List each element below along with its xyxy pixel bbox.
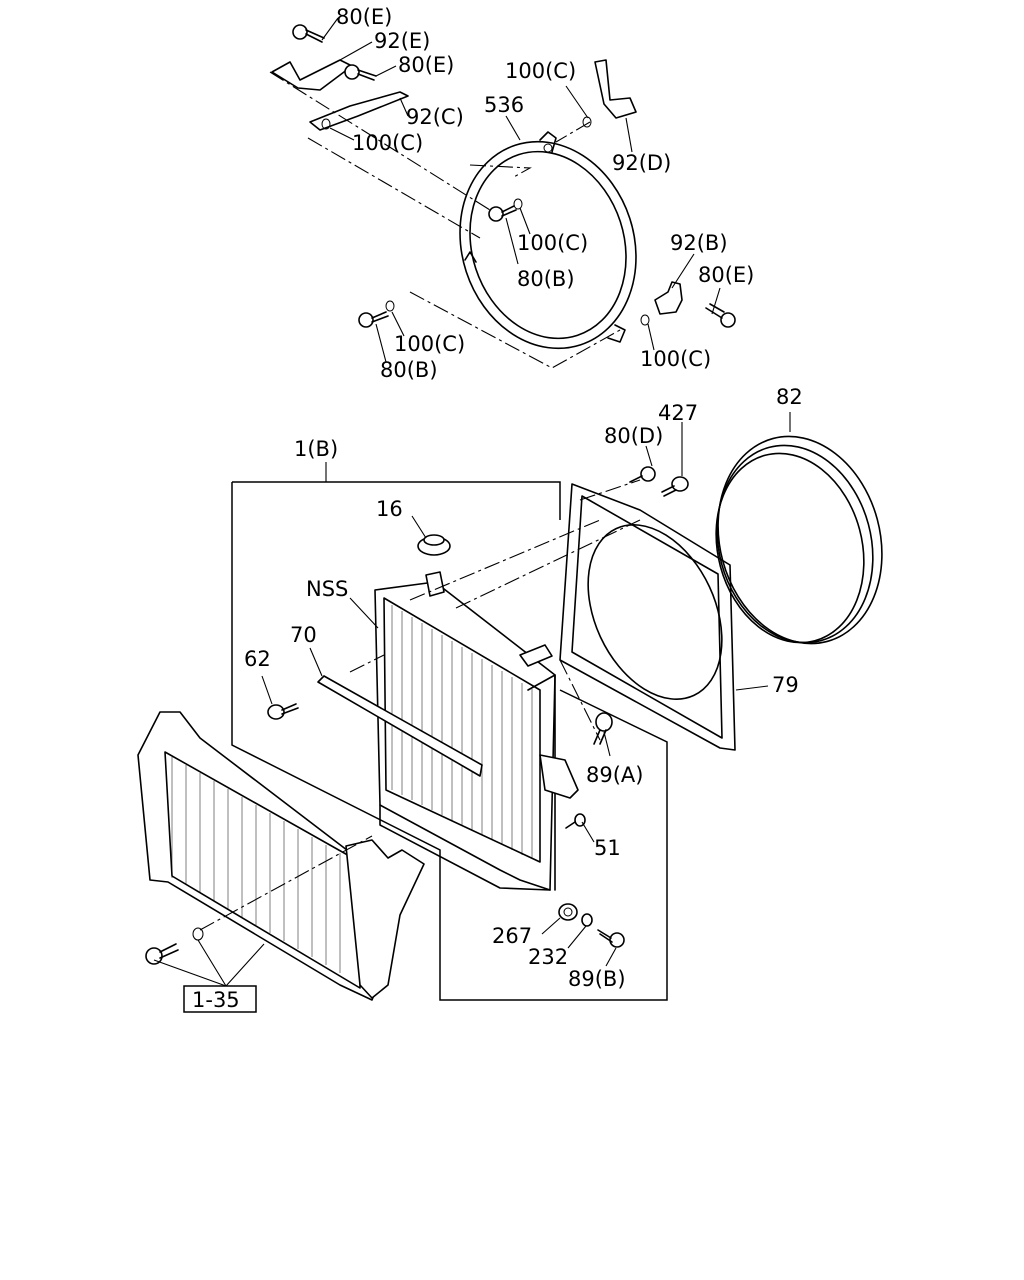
label-232: 232 bbox=[528, 945, 568, 969]
bolt-89b bbox=[597, 929, 625, 948]
label-92b: 92(B) bbox=[670, 231, 728, 255]
radiator-cap-16 bbox=[417, 534, 451, 556]
bolt-62 bbox=[267, 703, 299, 720]
label-1-35: 1-35 bbox=[192, 988, 240, 1012]
label-100c-bottomleft: 100(C) bbox=[394, 332, 465, 356]
fan-ring-82 bbox=[715, 435, 883, 645]
bracket-92d bbox=[594, 59, 637, 119]
label-16: 16 bbox=[376, 497, 403, 521]
label-82: 82 bbox=[776, 385, 803, 409]
label-80b-bottomleft: 80(B) bbox=[380, 358, 438, 382]
label-80b-center: 80(B) bbox=[517, 267, 575, 291]
label-100c-left: 100(C) bbox=[352, 131, 423, 155]
washer-100c-bottomleft bbox=[385, 300, 395, 312]
label-80e-top: 80(E) bbox=[336, 5, 392, 29]
mount-bracket bbox=[539, 754, 579, 799]
callout-labels: 80(E) 92(E) 80(E) 92(C) 100(C) 100(C) 53… bbox=[183, 5, 803, 1013]
label-100c-topright: 100(C) bbox=[505, 59, 576, 83]
bolt-1-35 bbox=[145, 943, 179, 965]
label-1b: 1(B) bbox=[294, 437, 338, 461]
bracket-92c bbox=[309, 91, 409, 131]
label-89a: 89(A) bbox=[586, 763, 643, 787]
reference-box-1-35 bbox=[183, 985, 257, 1013]
label-92c: 92(C) bbox=[406, 105, 464, 129]
bracket-92e bbox=[271, 59, 353, 91]
stay-70 bbox=[317, 675, 483, 777]
label-80e-right: 80(E) bbox=[698, 263, 754, 287]
bolt-80e-right bbox=[705, 303, 736, 328]
label-427: 427 bbox=[658, 401, 698, 425]
label-51: 51 bbox=[594, 836, 621, 860]
upper-outlet bbox=[519, 644, 553, 667]
label-79: 79 bbox=[772, 673, 799, 697]
label-92e: 92(E) bbox=[374, 29, 430, 53]
label-62: 62 bbox=[244, 647, 271, 671]
bolt-51 bbox=[565, 813, 586, 829]
label-80d: 80(D) bbox=[604, 424, 663, 448]
fan-shroud-assembly bbox=[269, 24, 736, 369]
stud-427 bbox=[661, 476, 689, 497]
label-89b: 89(B) bbox=[568, 967, 626, 991]
intercooler bbox=[137, 711, 425, 1001]
label-92d: 92(D) bbox=[612, 151, 671, 175]
fan-shroud-panel-79 bbox=[559, 483, 736, 751]
washer-232 bbox=[581, 913, 593, 927]
fan-shroud-536 bbox=[459, 131, 637, 350]
label-80e-second: 80(E) bbox=[398, 53, 454, 77]
bolt-80e-second bbox=[344, 64, 377, 81]
label-nss: NSS bbox=[306, 577, 348, 601]
washer-100c-left bbox=[321, 118, 331, 130]
label-100c-center: 100(C) bbox=[517, 231, 588, 255]
label-536: 536 bbox=[484, 93, 524, 117]
washer-100c-center bbox=[513, 198, 523, 210]
filler-neck bbox=[425, 571, 445, 597]
leader-lines bbox=[153, 17, 791, 987]
bolt-80b-bottomleft bbox=[358, 311, 389, 328]
washer-100c-bottomright bbox=[640, 314, 650, 326]
radiator-core bbox=[374, 581, 556, 891]
bolt-80d bbox=[629, 466, 656, 483]
bushing-267 bbox=[558, 903, 578, 921]
bracket-92b bbox=[654, 281, 683, 315]
label-100c-bottomright: 100(C) bbox=[640, 347, 711, 371]
bolt-80e-top bbox=[292, 24, 325, 43]
assembly-frame-1b bbox=[231, 481, 668, 1001]
label-267: 267 bbox=[492, 924, 532, 948]
label-70: 70 bbox=[290, 623, 317, 647]
bolt-89a bbox=[593, 712, 613, 745]
bolt-80b-center bbox=[488, 205, 517, 222]
